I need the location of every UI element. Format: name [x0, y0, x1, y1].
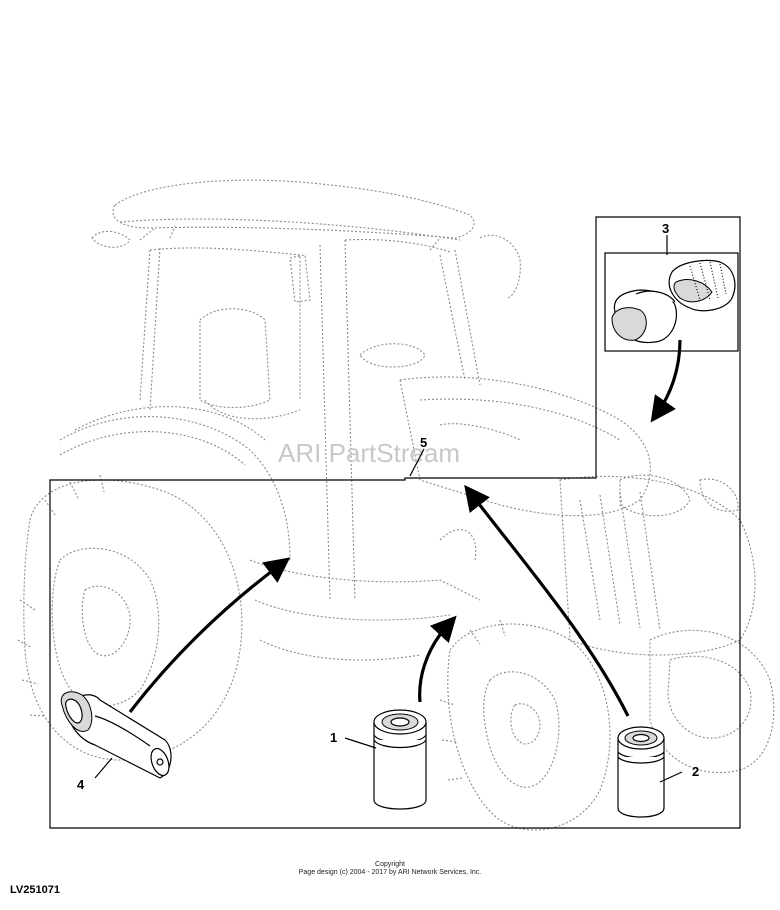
figure-id: LV251071 — [10, 884, 60, 896]
callout-boxes — [49, 216, 741, 829]
callout-1: 1 — [330, 730, 337, 745]
copyright-label: Copyright — [375, 861, 405, 868]
page-design-notice: Page design (c) 2004 - 2017 by ARI Netwo… — [298, 869, 482, 876]
part-3-filter-element — [611, 259, 736, 344]
part-2-spin-on-filter — [617, 726, 665, 818]
watermark: ARI PartStream — [278, 438, 460, 468]
callout-3: 3 — [662, 221, 669, 236]
location-arrows — [128, 339, 682, 717]
part-4-filter-cartridge — [60, 691, 172, 779]
callout-2: 2 — [692, 764, 699, 779]
tractor-illustration — [17, 179, 775, 831]
leader-lines — [94, 235, 683, 783]
callout-5: 5 — [420, 435, 427, 450]
part-1-spin-on-filter — [373, 709, 427, 810]
callout-4: 4 — [77, 777, 85, 792]
